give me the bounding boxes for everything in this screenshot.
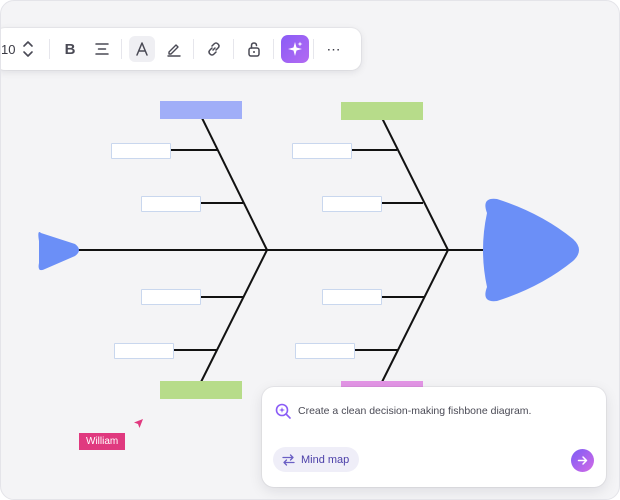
align-center-icon[interactable] bbox=[89, 36, 115, 62]
chevron-up-down-icon[interactable] bbox=[21, 28, 35, 70]
prompt-input[interactable]: Create a clean decision-making fishbone … bbox=[298, 405, 532, 417]
category-box-top-right[interactable] bbox=[341, 102, 423, 120]
rib-bottom-left bbox=[200, 249, 268, 383]
cause-box[interactable] bbox=[111, 143, 171, 159]
more-icon[interactable]: ⋯ bbox=[326, 40, 342, 57]
cause-box[interactable] bbox=[141, 289, 201, 305]
font-size-value[interactable]: 10 bbox=[1, 41, 16, 57]
collaborator-cursor-icon bbox=[134, 419, 143, 428]
ai-sparkle-icon[interactable] bbox=[281, 35, 309, 63]
link-icon[interactable] bbox=[201, 36, 227, 62]
bold-icon[interactable]: B bbox=[64, 40, 76, 58]
cause-box[interactable] bbox=[141, 196, 201, 212]
font-color-icon[interactable] bbox=[129, 36, 155, 62]
ai-search-icon bbox=[275, 403, 291, 419]
category-box-top-left[interactable] bbox=[160, 101, 242, 119]
category-box-bottom-right[interactable] bbox=[341, 381, 423, 388]
cause-box[interactable] bbox=[295, 343, 355, 359]
swap-icon bbox=[282, 453, 295, 466]
rib-top-left bbox=[201, 117, 268, 251]
collaborator-name-tag: William bbox=[79, 433, 126, 450]
send-button[interactable] bbox=[571, 449, 594, 472]
mind-map-chip[interactable]: Mind map bbox=[273, 447, 360, 472]
rib-bottom-right bbox=[381, 249, 449, 383]
chip-label: Mind map bbox=[301, 453, 350, 466]
rib-top-right bbox=[381, 117, 449, 251]
category-box-bottom-left[interactable] bbox=[160, 381, 242, 399]
cause-box[interactable] bbox=[322, 289, 382, 305]
cause-box[interactable] bbox=[114, 343, 174, 359]
fish-head bbox=[483, 198, 579, 302]
send-arrow-icon bbox=[577, 456, 588, 465]
format-toolbar: 10 B ⋯ bbox=[1, 28, 361, 70]
cause-box[interactable] bbox=[322, 196, 382, 212]
highlighter-icon[interactable] bbox=[161, 36, 187, 62]
fish-tail bbox=[38, 232, 79, 271]
ai-prompt-panel: Create a clean decision-making fishbone … bbox=[262, 387, 606, 487]
cause-box[interactable] bbox=[292, 143, 352, 159]
lock-icon[interactable] bbox=[241, 36, 267, 62]
